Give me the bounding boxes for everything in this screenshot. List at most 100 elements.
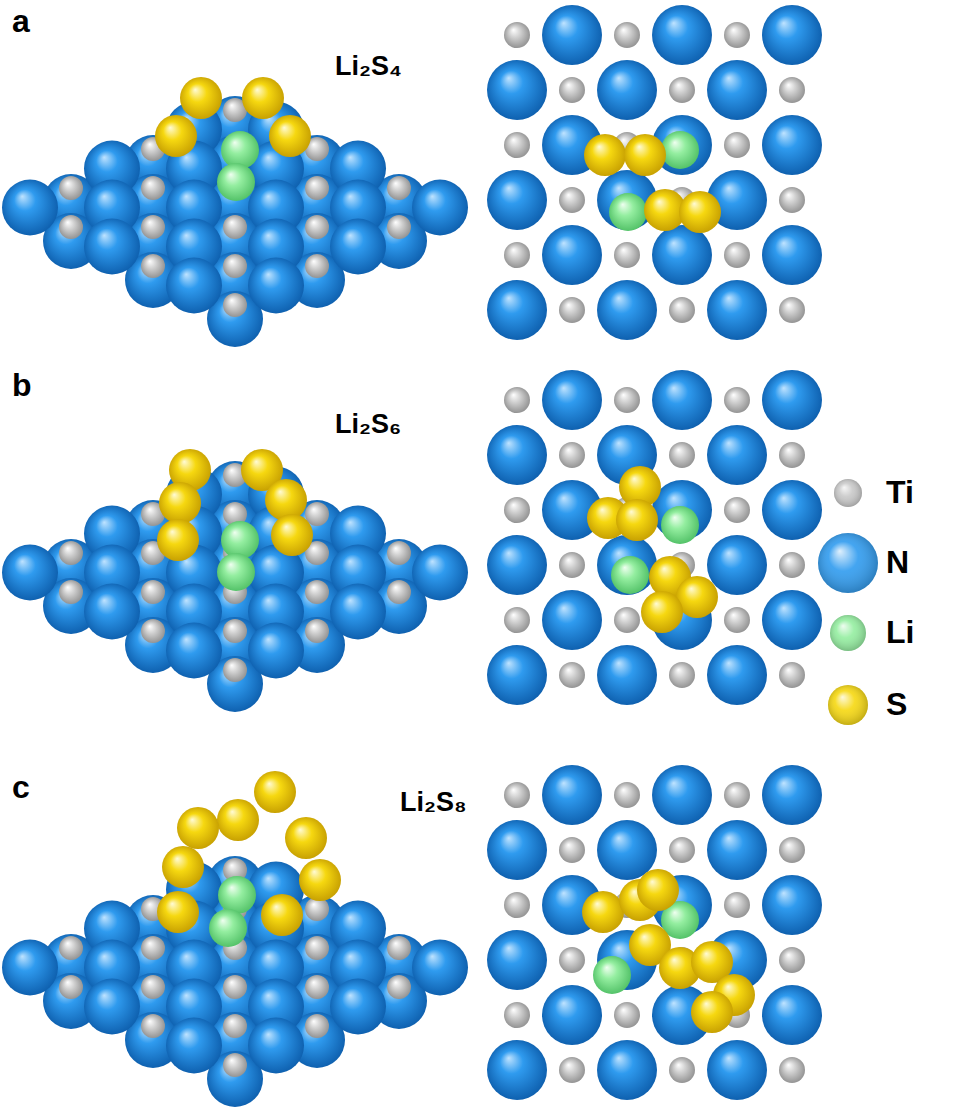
n-atom (542, 225, 602, 285)
n-atom (652, 370, 712, 430)
ti-atom (223, 1014, 247, 1038)
li-atom (217, 553, 255, 591)
n-atom (762, 225, 822, 285)
n-atom (597, 645, 657, 705)
li-atom (221, 521, 259, 559)
n-atom (542, 5, 602, 65)
ti-atom (559, 442, 585, 468)
n-atom (762, 590, 822, 650)
ti-atom (669, 297, 695, 323)
n-atom (330, 979, 386, 1035)
n-atom (597, 60, 657, 120)
ti-atom (559, 187, 585, 213)
ti-atom (141, 1014, 165, 1038)
ti-atom (559, 552, 585, 578)
n-atom (248, 258, 304, 314)
ti-atom (305, 176, 329, 200)
formula-label: Li₂S₆ (335, 410, 401, 440)
ti-atom (614, 1002, 640, 1028)
ti-atom (614, 782, 640, 808)
legend-text: N (886, 545, 909, 580)
ti-atom (223, 619, 247, 643)
ti-atom (779, 552, 805, 578)
s-atom (177, 807, 219, 849)
n-atom (652, 225, 712, 285)
ti-atom (387, 541, 411, 565)
ti-atom (223, 658, 247, 682)
s-atom (624, 134, 666, 176)
s-atom (155, 115, 197, 157)
s-atom (159, 482, 201, 524)
n-atom (707, 60, 767, 120)
n-atom (597, 820, 657, 880)
s-atom (641, 591, 683, 633)
n-atom (707, 280, 767, 340)
ti-atom (141, 215, 165, 239)
ti-atom (223, 254, 247, 278)
ti-atom (504, 1002, 530, 1028)
li-atom (611, 556, 649, 594)
ti-atom (559, 662, 585, 688)
ti-atom (669, 662, 695, 688)
ti-atom (387, 975, 411, 999)
ti-atom (779, 77, 805, 103)
ti-atom (669, 837, 695, 863)
n-atom (597, 535, 657, 595)
li-atom (217, 163, 255, 201)
ti-atom (504, 242, 530, 268)
s-atom (261, 894, 303, 936)
ti-atom (504, 892, 530, 918)
n-atom (707, 425, 767, 485)
panel-letter: a (12, 4, 30, 39)
s-atom (679, 191, 721, 233)
n-atom (762, 765, 822, 825)
ti-atom (387, 580, 411, 604)
n-atom (762, 875, 822, 935)
ti-atom (305, 975, 329, 999)
ti-atom (504, 387, 530, 413)
n-atom (487, 535, 547, 595)
ti-atom (724, 22, 750, 48)
n-atom (487, 930, 547, 990)
ti-atom (223, 1053, 247, 1077)
li-atom (609, 193, 647, 231)
ti-atom (59, 176, 83, 200)
ti-atom (614, 387, 640, 413)
n-atom (166, 1018, 222, 1074)
ti-atom (504, 22, 530, 48)
s-atom (691, 991, 733, 1033)
ti-atom (59, 541, 83, 565)
n-atom (330, 584, 386, 640)
n-atom (652, 5, 712, 65)
ti-atom (669, 442, 695, 468)
s-atom (265, 479, 307, 521)
ti-atom (779, 187, 805, 213)
ti-atom (223, 215, 247, 239)
n-atom (542, 985, 602, 1045)
formula-label: Li₂S₄ (335, 52, 402, 82)
s-atom (582, 891, 624, 933)
n-atom (2, 940, 58, 996)
ti-atom (779, 947, 805, 973)
ti-atom (614, 607, 640, 633)
n-atom (166, 258, 222, 314)
ti-atom (141, 254, 165, 278)
ti-atom (724, 782, 750, 808)
s-atom (162, 846, 204, 888)
formula-label: Li₂S₈ (400, 788, 467, 818)
legend-text: Ti (886, 475, 914, 510)
legend-text: Li (886, 615, 914, 650)
s-atom (254, 771, 296, 813)
s-atom (637, 869, 679, 911)
ti-atom (614, 22, 640, 48)
li-atom (661, 131, 699, 169)
ti-atom (559, 947, 585, 973)
ti-atom (779, 662, 805, 688)
n-atom (487, 1040, 547, 1100)
ti-atom (141, 936, 165, 960)
s-atom (180, 77, 222, 119)
ti-atom (724, 892, 750, 918)
ti-atom (724, 607, 750, 633)
s-atom (242, 77, 284, 119)
